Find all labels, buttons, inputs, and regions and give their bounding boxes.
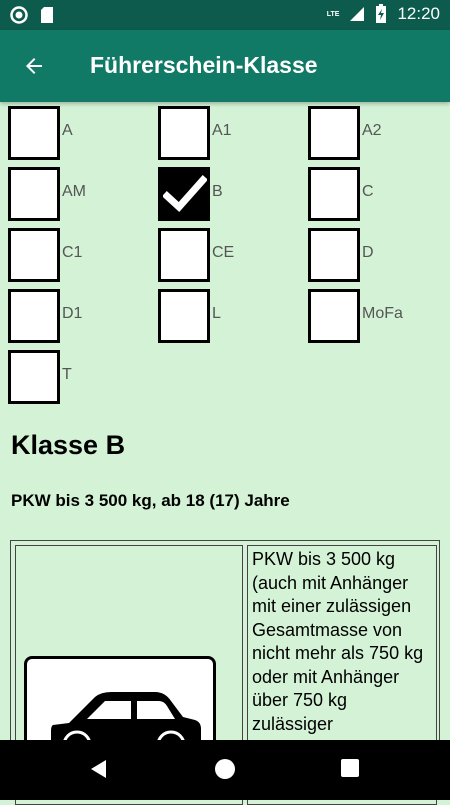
page-title: Führerschein-Klasse <box>90 52 318 78</box>
back-triangle-icon <box>91 760 106 778</box>
checkbox-box[interactable] <box>8 228 60 282</box>
checkbox-class-d[interactable]: D <box>300 224 450 282</box>
toolbar: Führerschein-Klasse <box>0 30 450 102</box>
class-description: PKW bis 3 500 kg (auch mit Anhänger mit … <box>247 545 437 805</box>
checkbox-box[interactable] <box>158 289 210 343</box>
signal-icon <box>350 7 365 21</box>
checkbox-label: T <box>62 366 72 383</box>
checkbox-box[interactable] <box>8 106 60 160</box>
home-circle-icon <box>215 759 235 779</box>
checkbox-class-b[interactable]: B <box>150 163 300 221</box>
checkbox-label: CE <box>212 244 235 261</box>
checkbox-label: AM <box>62 183 86 200</box>
checkbox-box[interactable] <box>308 289 360 343</box>
checkbox-box[interactable] <box>158 228 210 282</box>
checkbox-label: D <box>362 244 374 261</box>
battery-charging-icon <box>376 4 387 23</box>
checkbox-class-c[interactable]: C <box>300 163 450 221</box>
nav-back-button[interactable] <box>88 758 110 785</box>
checkbox-label: MoFa <box>362 305 403 322</box>
checkbox-label: C1 <box>62 244 83 261</box>
clock: 12:20 <box>397 4 440 23</box>
checkbox-label: D1 <box>62 305 83 322</box>
sd-card-icon <box>41 7 53 23</box>
checkbox-box[interactable] <box>158 106 210 160</box>
navigation-bar <box>0 740 450 800</box>
checkbox-label: A <box>62 122 73 139</box>
checkbox-box[interactable] <box>308 167 360 221</box>
checkbox-class-l[interactable]: L <box>150 285 300 343</box>
nav-home-button[interactable] <box>214 758 236 785</box>
checkbox-label: A1 <box>212 122 232 139</box>
checkbox-box[interactable] <box>8 289 60 343</box>
checkbox-box[interactable] <box>308 228 360 282</box>
network-label: LTE <box>326 10 340 18</box>
checkbox-label: B <box>212 183 223 200</box>
class-subtitle: PKW bis 3 500 kg, ab 18 (17) Jahre <box>11 491 290 510</box>
checkbox-label: L <box>212 305 221 322</box>
checkbox-box[interactable] <box>308 106 360 160</box>
checkbox-class-a2[interactable]: A2 <box>300 102 450 160</box>
arrow-back-icon <box>26 58 42 74</box>
class-title: Klasse B <box>11 430 126 460</box>
checkbox-class-a1[interactable]: A1 <box>150 102 300 160</box>
back-button[interactable] <box>14 48 54 84</box>
checkbox-class-mofa[interactable]: MoFa <box>300 285 450 343</box>
checkmark-icon <box>163 175 207 212</box>
checkbox-class-c1[interactable]: C1 <box>0 224 150 282</box>
checkbox-class-t[interactable]: T <box>0 346 150 404</box>
recents-square-icon <box>341 759 359 777</box>
checkbox-box[interactable] <box>8 350 60 404</box>
checkbox-label: A2 <box>362 122 382 139</box>
nav-recents-button[interactable] <box>340 758 360 783</box>
checkbox-class-a[interactable]: A <box>0 102 150 160</box>
status-bar: LTE 12:20 <box>0 0 450 30</box>
checkbox-label: C <box>362 183 374 200</box>
checkbox-class-d1[interactable]: D1 <box>0 285 150 343</box>
checkbox-box[interactable] <box>158 167 210 221</box>
notification-circle-icon <box>10 6 28 24</box>
checkbox-class-ce[interactable]: CE <box>150 224 300 282</box>
checkbox-class-am[interactable]: AM <box>0 163 150 221</box>
checkbox-box[interactable] <box>8 167 60 221</box>
